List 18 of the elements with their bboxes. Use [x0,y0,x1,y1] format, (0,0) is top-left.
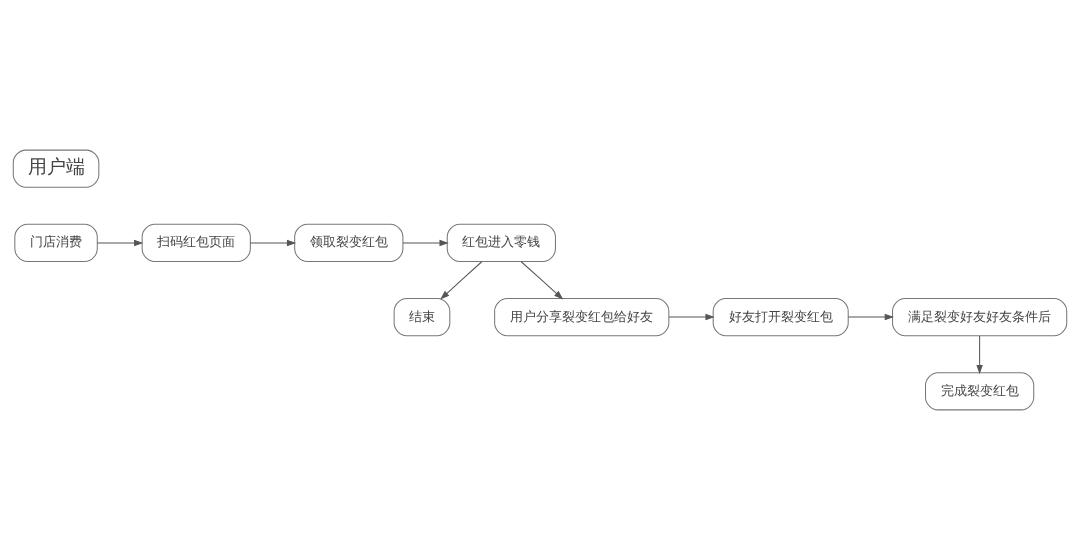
node-box: 满足裂变好友好友条件后 [892,298,1068,337]
node-box: 门店消费 [14,223,98,262]
arrow [520,261,564,300]
node-box: 领取裂变红包 [294,223,404,262]
arrow [976,335,983,375]
node-box: 好友打开裂变红包 [712,298,849,337]
arrow [668,313,715,321]
node-box: 扫码红包页面 [141,223,251,262]
node-box: 用户分享裂变红包给好友 [494,298,670,337]
node-box: 红包进入零钱 [446,223,556,262]
node-box: 用户端 [12,149,100,188]
arrow [96,239,144,247]
node-box: 完成裂变红包 [925,372,1035,411]
arrow [402,239,449,247]
arrow [440,261,483,300]
arrow [847,313,894,321]
node-box: 结束 [393,298,451,337]
arrow [249,239,297,247]
